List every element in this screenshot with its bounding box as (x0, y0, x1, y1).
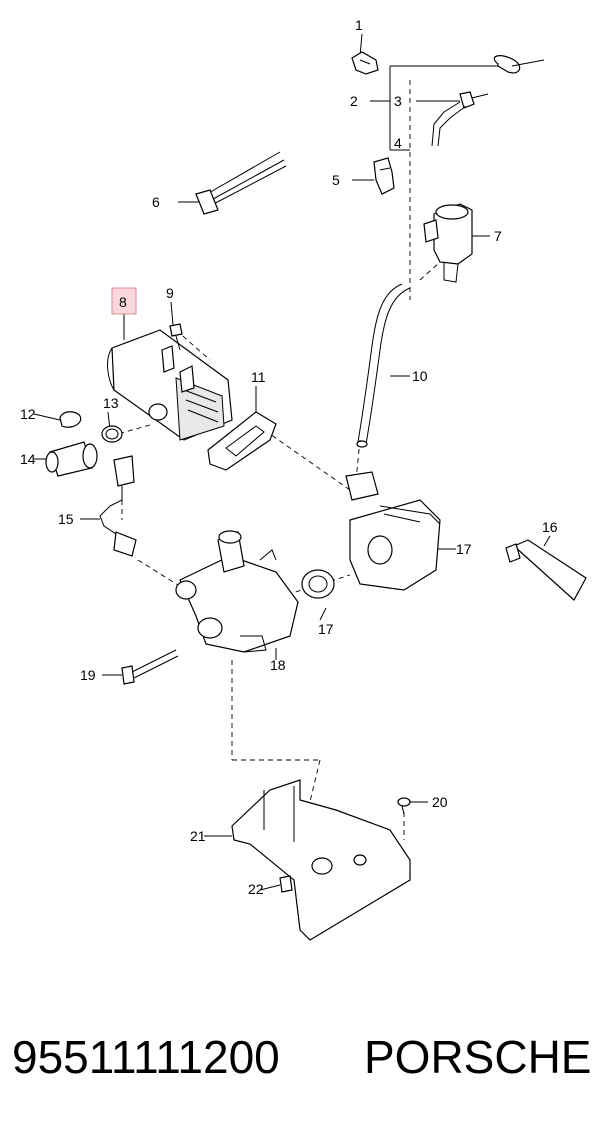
callout-18: 1 (355, 17, 363, 33)
callout-labels: 1 2 3 4 5 6 7 8 9 10 11 12 13 14 15 16 1… (20, 17, 558, 897)
part-2-o-ring (101, 425, 123, 443)
callout-15: 2 (350, 93, 358, 109)
callout-1: 8 (119, 294, 127, 310)
part-4-connector (45, 441, 98, 477)
part-19-cable-ties (195, 151, 287, 215)
part-20-valve (423, 203, 473, 283)
part-6-gasket (207, 411, 277, 471)
callout-16: 3 (394, 93, 402, 109)
callout-20: 7 (494, 228, 502, 244)
part-13-bolt (121, 649, 179, 685)
part-7-screw (169, 323, 183, 351)
callout-11: 18 (270, 657, 286, 673)
callout-17-top: 4 (394, 135, 402, 151)
callout-4: 14 (20, 451, 36, 467)
dashed-connections (113, 80, 441, 861)
footer: 95511111200 PORSCHE (0, 1030, 600, 1100)
part-15-hose-assembly (431, 55, 545, 147)
callout-8: 21 (190, 828, 206, 844)
part-number: 95511111200 (12, 1031, 280, 1083)
callout-3: 12 (20, 406, 36, 422)
part-18-clip (351, 51, 379, 75)
part-8-bracket (231, 779, 411, 941)
callout-5: 17 (456, 541, 472, 557)
callout-12: 17 (318, 621, 334, 637)
callout-17: 5 (332, 172, 340, 188)
callout-14: 15 (58, 511, 74, 527)
part-3-seal (59, 411, 82, 428)
part-12-gasket (301, 569, 335, 599)
callout-22: 16 (542, 519, 558, 535)
callout-21: 10 (412, 368, 428, 384)
callout-10: 20 (432, 794, 448, 810)
parts-diagram: 1 2 3 4 5 6 7 8 9 10 11 12 13 14 15 16 1… (20, 17, 587, 941)
callout-6: 11 (251, 369, 266, 385)
part-11-egr-housing (175, 530, 299, 653)
part-10-screw (397, 797, 411, 815)
callout-1-highlight (111, 287, 137, 315)
callout-13: 19 (80, 667, 96, 683)
callout-19: 6 (152, 194, 160, 210)
callout-7: 9 (166, 285, 174, 301)
part-21-hose (356, 283, 411, 448)
brand-name: PORSCHE (364, 1031, 592, 1083)
part-14-sensor (99, 455, 137, 557)
callout-2: 13 (103, 395, 119, 411)
part-17-clip (373, 157, 395, 195)
part-5-egr-valve (345, 471, 441, 591)
leader-lines (33, 33, 551, 891)
part-1-cooler (107, 329, 233, 441)
part-9-screw (279, 875, 293, 893)
callout-9: 22 (248, 881, 264, 897)
part-22-paste-tube (505, 539, 587, 601)
